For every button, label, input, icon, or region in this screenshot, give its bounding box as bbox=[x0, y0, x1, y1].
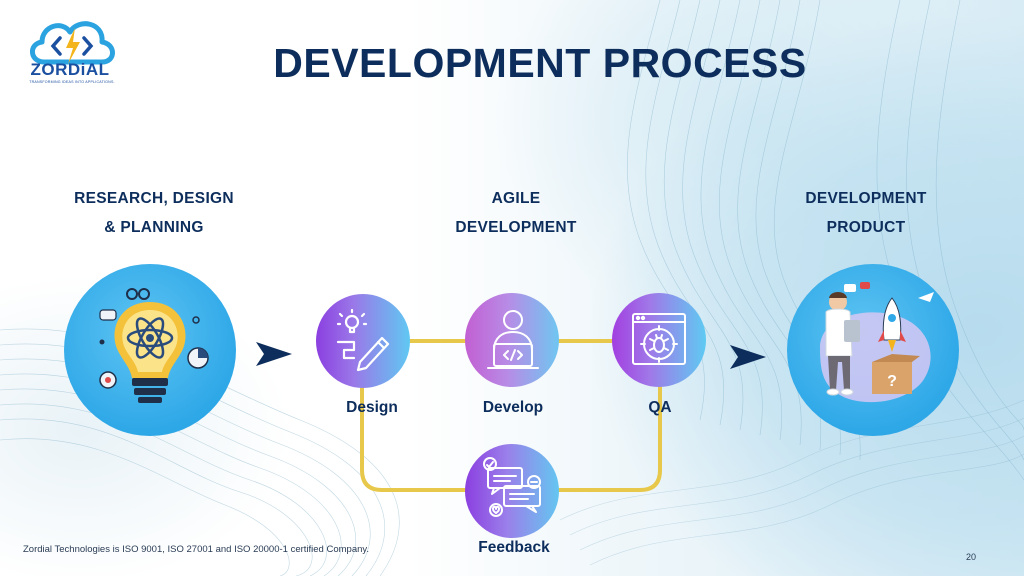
develop-circle bbox=[465, 293, 559, 387]
stage-heading-research-line1: RESEARCH, DESIGN bbox=[74, 190, 234, 207]
arrow-right-icon bbox=[256, 342, 292, 366]
brand-tagline: TRANSFORMING IDEAS INTO APPLICATIONS. bbox=[29, 80, 115, 84]
qa-circle bbox=[612, 293, 706, 387]
rocket-launch-icon: ? bbox=[820, 282, 934, 403]
feedback-label: Feedback bbox=[478, 539, 550, 556]
stage-heading-product-line1: DEVELOPMENT bbox=[805, 190, 927, 207]
design-circle bbox=[316, 294, 410, 388]
stage-heading-product-line2: PRODUCT bbox=[826, 219, 906, 236]
feedback-circle bbox=[465, 444, 559, 538]
bug-target-icon bbox=[632, 313, 686, 365]
design-pencil-icon bbox=[336, 308, 390, 372]
page-number: 20 bbox=[966, 552, 977, 562]
developer-laptop-icon bbox=[487, 310, 539, 369]
stage-heading-agile-line2: DEVELOPMENT bbox=[455, 219, 577, 236]
certification-footer: Zordial Technologies is ISO 9001, ISO 27… bbox=[23, 544, 370, 555]
chat-bubbles-icon bbox=[483, 457, 541, 517]
brand-name: ZORDiAL bbox=[30, 60, 110, 79]
develop-label: Develop bbox=[482, 399, 544, 416]
lightbulb-atom-icon bbox=[99, 288, 209, 403]
design-label: Design bbox=[346, 399, 398, 416]
stage-heading-agile: AGILE DEVELOPMENT bbox=[426, 184, 606, 242]
stage-heading-product: DEVELOPMENT PRODUCT bbox=[776, 184, 956, 242]
page-title: DEVELOPMENT PROCESS bbox=[273, 40, 807, 86]
qa-label: QA bbox=[648, 399, 672, 416]
cloud-lightning-logo-icon bbox=[30, 21, 115, 65]
stage-heading-research-line2: & PLANNING bbox=[104, 219, 204, 236]
svg-text:?: ? bbox=[887, 373, 897, 390]
stage-heading-research: RESEARCH, DESIGN & PLANNING bbox=[54, 184, 254, 242]
stage-heading-agile-line1: AGILE bbox=[491, 190, 541, 207]
arrow-right-icon bbox=[730, 345, 766, 369]
